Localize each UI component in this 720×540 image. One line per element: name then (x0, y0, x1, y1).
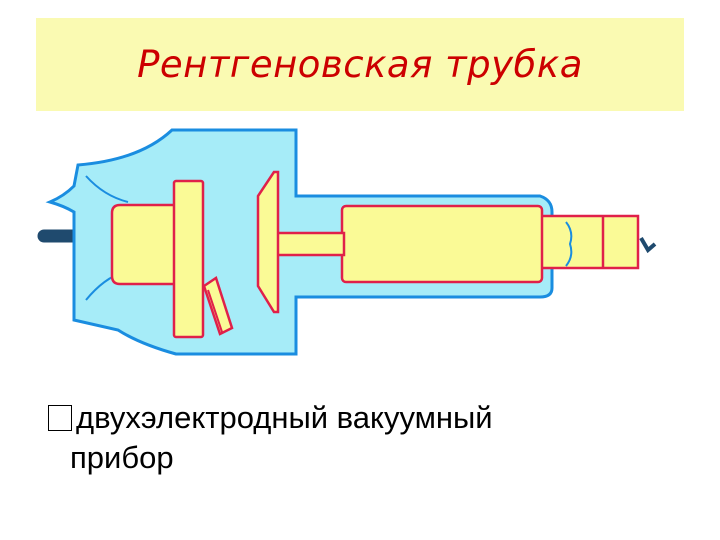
cathode-plate (172, 179, 205, 339)
anode-cylinder (340, 204, 544, 284)
anode-target (256, 170, 280, 314)
glass-inner-curve-top (85, 175, 129, 203)
anode-wire (639, 236, 657, 254)
anode-end-bracket (565, 221, 573, 267)
bullet-line-1: двухэлектродный вакуумный (48, 398, 688, 438)
bullet-line-2: прибор (70, 440, 174, 475)
cathode-filament-line (207, 289, 223, 333)
cathode-filament (202, 276, 234, 336)
bullet-line-1-text: двухэлектродный вакуумный (76, 400, 493, 435)
bullet-square-icon (48, 405, 72, 431)
anode-stem (271, 231, 346, 257)
anode-end-cap (538, 214, 640, 270)
cathode-body (110, 203, 182, 286)
slide-title: Рентгеновская трубка (137, 43, 583, 86)
title-band: Рентгеновская трубка (36, 18, 684, 111)
bullet-text: двухэлектродный вакуумный прибор (48, 398, 688, 478)
